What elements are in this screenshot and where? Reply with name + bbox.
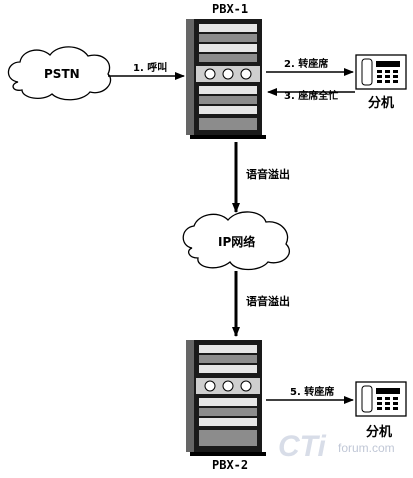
ip-network-label: IP网络 bbox=[218, 235, 256, 249]
pbx-1-rack bbox=[186, 19, 266, 139]
pbx-2-label: PBX-2 bbox=[212, 458, 249, 472]
voice-overflow-label-1: 语音溢出 bbox=[246, 168, 290, 181]
extension-1-label: 分机 bbox=[368, 96, 395, 111]
ip-network-cloud bbox=[182, 211, 291, 271]
phone-1-icon bbox=[355, 54, 407, 90]
watermark-text: forum.com bbox=[338, 441, 395, 455]
call-label: 1. 呼叫 bbox=[133, 63, 168, 74]
pstn-cloud bbox=[7, 46, 112, 101]
transfer-seat-label: 2. 转座席 bbox=[284, 59, 329, 70]
seats-busy-label: 3. 座席全忙 bbox=[284, 91, 339, 102]
phone-2-icon bbox=[355, 381, 407, 417]
extension-2-label: 分机 bbox=[366, 425, 393, 440]
pstn-label: PSTN bbox=[44, 67, 80, 81]
pbx-2-rack bbox=[186, 340, 266, 456]
watermark-logo: CTi bbox=[278, 430, 326, 463]
voice-overflow-label-2: 语音溢出 bbox=[246, 295, 290, 308]
transfer-seat-2-label: 5. 转座席 bbox=[290, 387, 335, 398]
pbx-1-label: PBX-1 bbox=[212, 2, 249, 16]
